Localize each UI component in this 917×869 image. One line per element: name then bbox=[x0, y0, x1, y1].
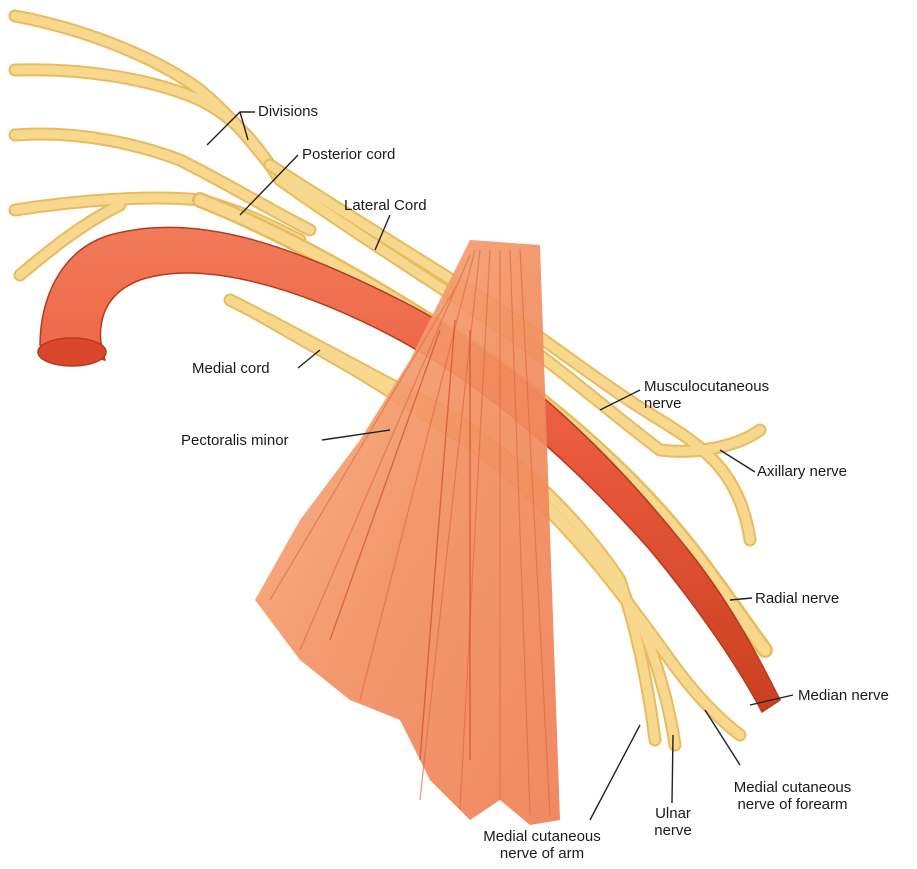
label-musculocutaneous-line1: Musculocutaneous bbox=[644, 378, 769, 395]
label-lateral-cord: Lateral Cord bbox=[344, 197, 427, 214]
label-pectoralis-minor: Pectoralis minor bbox=[181, 432, 289, 449]
label-mca-line2: nerve of arm bbox=[462, 845, 622, 862]
label-posterior-cord: Posterior cord bbox=[302, 146, 395, 163]
label-radial-nerve: Radial nerve bbox=[755, 590, 839, 607]
label-divisions: Divisions bbox=[258, 103, 318, 120]
label-musculocutaneous-nerve: Musculocutaneous nerve bbox=[644, 378, 769, 412]
label-mcf-line1: Medial cutaneous bbox=[710, 779, 875, 796]
label-ulnar-nerve: Ulnar nerve bbox=[640, 805, 706, 839]
label-ulnar-line1: Ulnar bbox=[640, 805, 706, 822]
label-median-nerve: Median nerve bbox=[798, 687, 889, 704]
label-medial-cord: Medial cord bbox=[192, 360, 270, 377]
label-medial-cutaneous-arm: Medial cutaneous nerve of arm bbox=[462, 828, 622, 862]
label-medial-cutaneous-forearm: Medial cutaneous nerve of forearm bbox=[710, 779, 875, 813]
label-mca-line1: Medial cutaneous bbox=[462, 828, 622, 845]
label-ulnar-line2: nerve bbox=[640, 822, 706, 839]
label-axillary-nerve: Axillary nerve bbox=[757, 463, 847, 480]
label-mcf-line2: nerve of forearm bbox=[710, 796, 875, 813]
label-musculocutaneous-line2: nerve bbox=[644, 395, 769, 412]
